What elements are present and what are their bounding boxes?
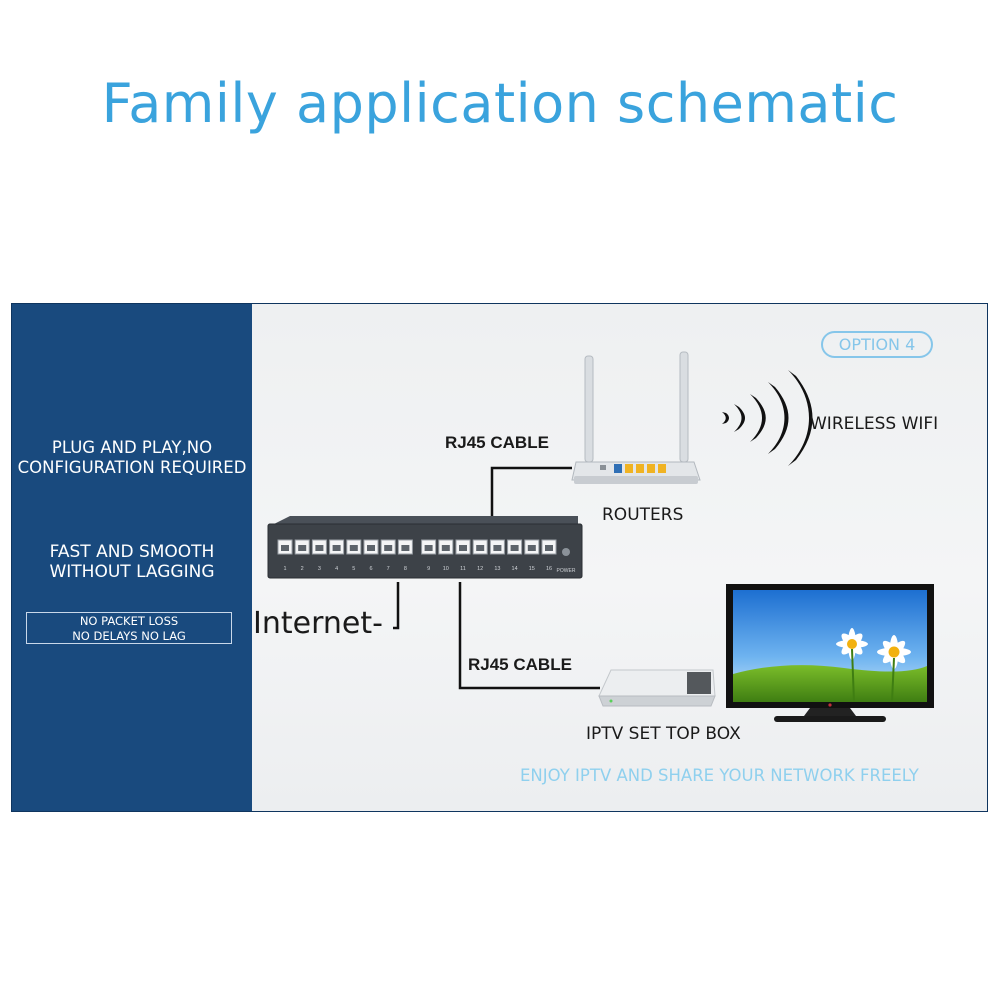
cable-switch-to-router [490, 466, 572, 516]
tv-icon [726, 584, 934, 722]
switch-port-number: 10 [443, 566, 449, 572]
switch-port-slot [332, 545, 341, 551]
wifi-label: WIRELESS WIFI [810, 414, 939, 434]
switch-port-number: 12 [477, 566, 483, 572]
switch-port-slot [459, 545, 467, 551]
stb-label: IPTV SET TOP BOX [586, 724, 741, 744]
feature-plug-and-play: PLUG AND PLAY,NO CONFIGURATION REQUIRED [17, 438, 247, 477]
switch-port-number: 8 [404, 566, 407, 572]
switch-port-number: 15 [529, 566, 535, 572]
option-badge: OPTION 4 [821, 331, 933, 358]
switch-port-number: 7 [387, 566, 390, 572]
switch-port-slot [527, 545, 536, 551]
switch-port-number: 5 [352, 566, 355, 572]
switch-port-number: 14 [512, 566, 518, 572]
switch-port-slot [298, 545, 307, 551]
feature-fast-smooth: FAST AND SMOOTH WITHOUT LAGGING [49, 542, 215, 583]
switch-port-slot [315, 545, 324, 551]
switch-port-number: 13 [494, 566, 500, 572]
switch-port-slot [401, 545, 410, 551]
switch-port-number: 6 [369, 566, 372, 572]
wifi-waves-icon [722, 370, 813, 466]
switch-power-label: POWER [557, 568, 576, 574]
footer-tagline: ENJOY IPTV AND SHARE YOUR NETWORK FREELY [520, 766, 919, 785]
switch-port-slot [424, 545, 433, 551]
switch-port-slot [476, 545, 485, 551]
router-icon [571, 351, 701, 484]
switch-port-number: 4 [335, 566, 338, 572]
cable-label-router: RJ45 CABLE [445, 433, 549, 452]
switch-port-number: 9 [427, 566, 430, 572]
switch-port-slot [510, 545, 519, 551]
router-label: ROUTERS [602, 505, 684, 525]
switch-port-slot [493, 545, 502, 551]
switch-port-slot [281, 545, 289, 551]
daisy-left [836, 628, 868, 703]
cable-switch-to-stb [458, 582, 600, 690]
internet-label: Internet- [253, 606, 383, 641]
switch-port-slot [349, 545, 358, 551]
switch-port-number: 3 [318, 566, 321, 572]
cable-internet [393, 582, 400, 630]
cable-label-stb: RJ45 CABLE [468, 655, 572, 674]
switch-port-number: 1 [283, 566, 286, 572]
feature-no-packet-loss: NO PACKET LOSS NO DELAYS NO LAG [26, 612, 232, 644]
page-title: Family application schematic [101, 72, 899, 135]
daisy-right [877, 635, 911, 703]
switch-port-slot [367, 545, 375, 551]
switch-port-slot [384, 545, 393, 551]
switch-port-number: 16 [546, 566, 552, 572]
set-top-box-icon [598, 669, 716, 707]
switch-port-slot [441, 545, 450, 551]
switch-port-number: 11 [460, 566, 466, 572]
switch-port-slot [545, 545, 553, 551]
features-panel: PLUG AND PLAY,NO CONFIGURATION REQUIRED … [12, 304, 252, 811]
switch-port-number: 2 [301, 566, 304, 572]
